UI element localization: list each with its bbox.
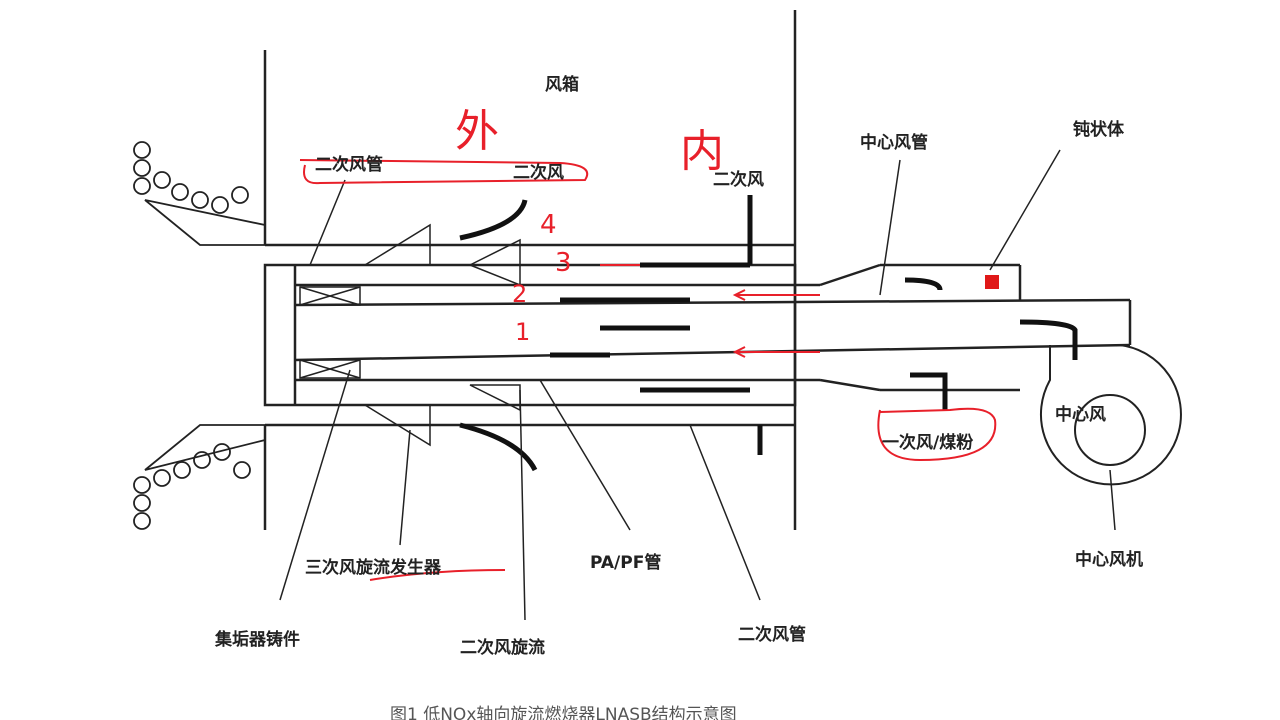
label-center-duct: 中心风管 — [860, 133, 928, 153]
label-center-fan: 中心风机 — [1075, 550, 1143, 570]
label-collector-casting: 集垢器铸件 — [215, 630, 300, 650]
figure-caption: 图1 低NOx轴向旋流燃烧器LNASB结构示意图 — [390, 705, 737, 720]
outer-tube — [263, 263, 797, 407]
label-secondary-air-a: 二次风 — [513, 163, 564, 183]
label-wind-box: 风箱 — [545, 75, 579, 95]
annotation-outer: 外 — [455, 106, 499, 157]
label-primary-air-coal: 一次风/煤粉 — [882, 433, 974, 453]
label-center-air: 中心风 — [1055, 405, 1106, 425]
annotation-inner: 内 — [680, 126, 724, 177]
label-secondary-swirl: 二次风旋流 — [460, 638, 545, 658]
label-secondary-duct-top: 二次风管 — [315, 155, 383, 175]
bluff-body-marker — [985, 275, 999, 289]
label-pa-pf-pipe: PA/PF管 — [590, 553, 662, 573]
annotation-3: 3 — [555, 248, 572, 278]
label-secondary-duct-bottom: 二次风管 — [738, 625, 806, 645]
label-secondary-air-b: 二次风 — [713, 170, 764, 190]
annotation-4: 4 — [540, 210, 557, 240]
annotation-2: 2 — [512, 280, 528, 308]
label-tertiary-swirl: 三次风旋流发生器 — [305, 558, 441, 578]
label-bluff-body: 钝状体 — [1073, 120, 1124, 140]
annotation-1: 1 — [515, 318, 531, 346]
